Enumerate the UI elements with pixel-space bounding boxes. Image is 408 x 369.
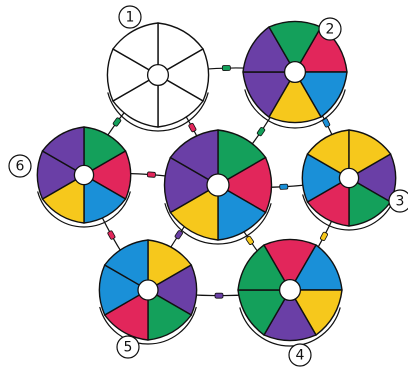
- connector-clip: [257, 127, 266, 136]
- connector-clip: [320, 232, 328, 241]
- wheel-hub: [339, 168, 358, 187]
- connector-clip: [175, 230, 184, 239]
- wheel-5: [99, 240, 196, 344]
- connector-clip: [222, 65, 230, 70]
- label-number: 3: [396, 194, 405, 210]
- wheel-3: [302, 130, 395, 230]
- connector-clip: [107, 230, 115, 239]
- label-number: 4: [296, 348, 305, 364]
- label-6: 6: [9, 155, 31, 177]
- wheel-hub: [207, 174, 229, 196]
- label-2: 2: [319, 18, 341, 40]
- label-5: 5: [117, 336, 139, 358]
- wheel-6: [37, 127, 130, 227]
- wheel-hub: [74, 165, 93, 184]
- label-4: 4: [289, 344, 311, 366]
- connector-clip: [147, 172, 155, 178]
- wheel-hub: [280, 280, 301, 301]
- label-1: 1: [119, 6, 141, 28]
- wheel-hub: [285, 62, 306, 83]
- connector-clip: [215, 293, 223, 298]
- connector-clip: [245, 236, 254, 245]
- label-3: 3: [389, 190, 408, 212]
- wheel-hub: [138, 280, 158, 300]
- label-number: 1: [126, 10, 135, 26]
- connector-clip: [188, 123, 196, 132]
- label-number: 6: [16, 159, 25, 175]
- wheel-4: [238, 239, 342, 346]
- label-number: 2: [326, 22, 335, 38]
- wheel-hub: [148, 65, 169, 86]
- label-number: 5: [124, 340, 133, 356]
- wheel-center: [164, 130, 271, 244]
- connector-clip: [280, 184, 288, 189]
